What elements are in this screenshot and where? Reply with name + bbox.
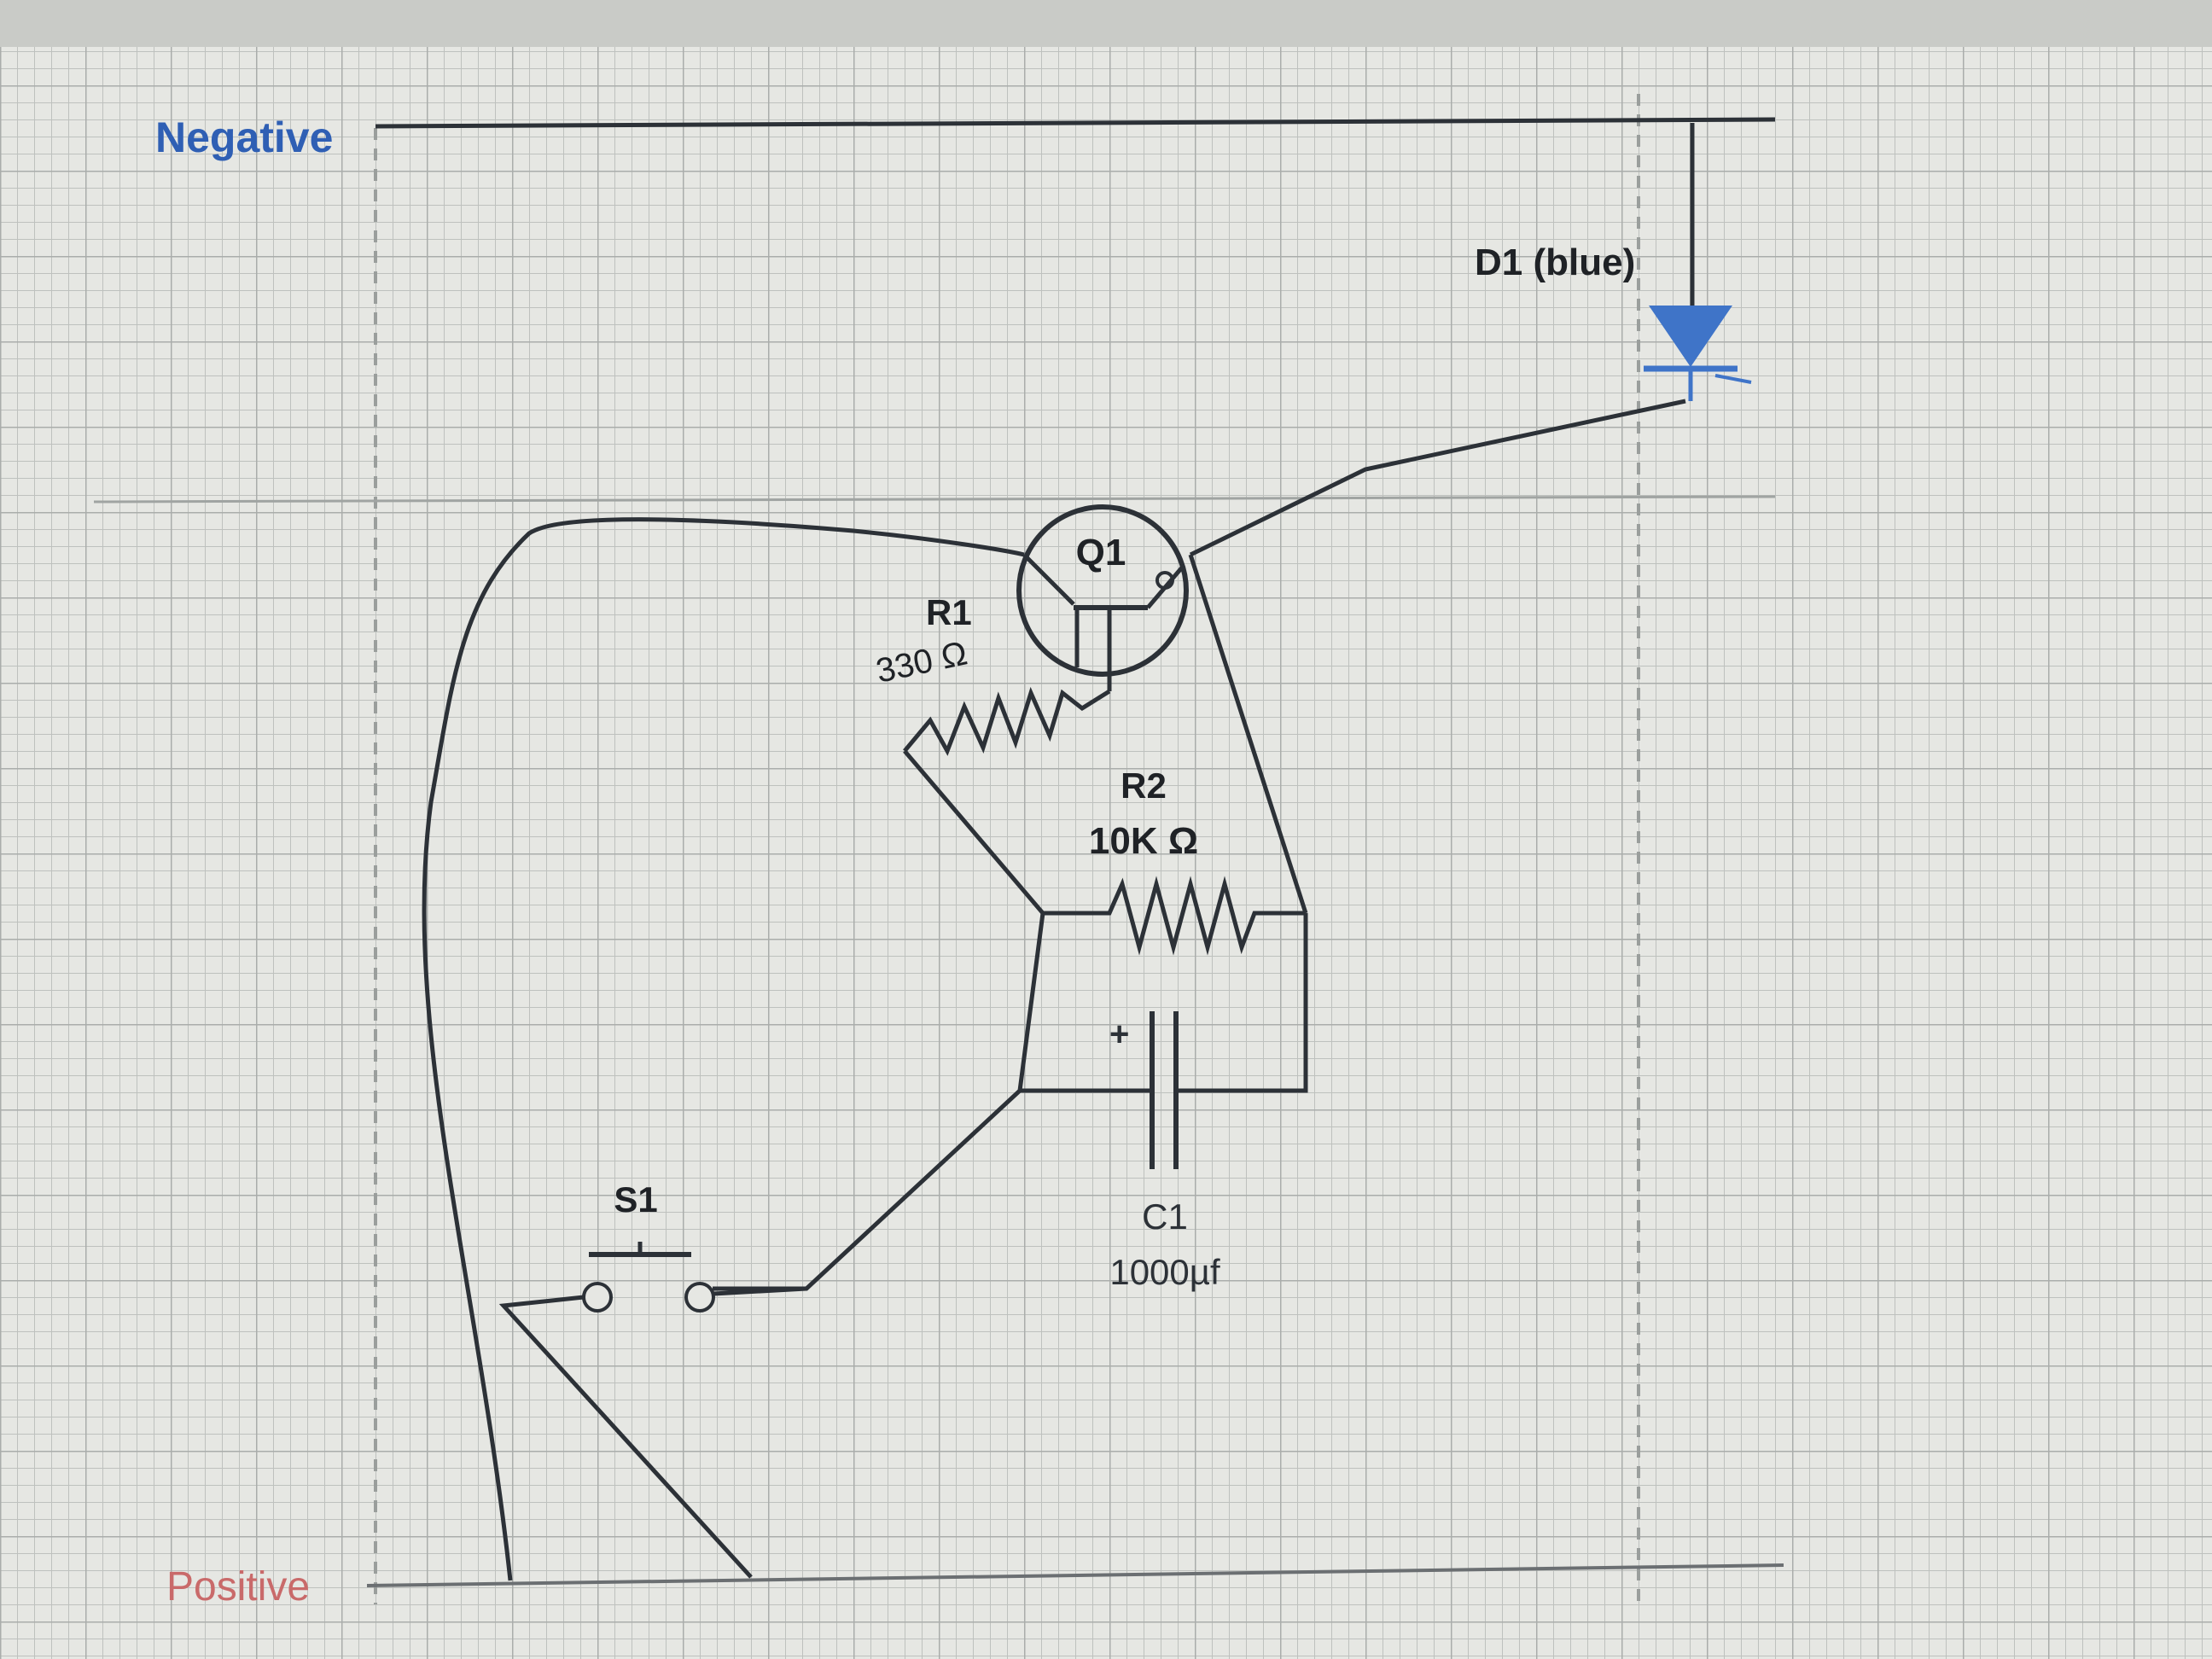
r1-label: R1 bbox=[926, 592, 972, 632]
c1-label: C1 bbox=[1142, 1196, 1188, 1237]
negative-rail[interactable] bbox=[375, 117, 1776, 129]
resistor-r1-zigzag bbox=[903, 686, 1111, 756]
guide-line-horizontal bbox=[93, 495, 1776, 504]
wire-r2-c1-to-s1[interactable] bbox=[713, 912, 1045, 1291]
transistor-q1[interactable] bbox=[1016, 504, 1189, 691]
positive-rail-label: Positive bbox=[166, 1564, 310, 1610]
positive-rail[interactable] bbox=[366, 1563, 1784, 1587]
r2-label: R2 bbox=[1121, 765, 1167, 806]
q1-label: Q1 bbox=[1076, 532, 1126, 573]
wire-r1-to-r2 bbox=[903, 749, 1045, 915]
diode-d1[interactable] bbox=[1644, 123, 1752, 401]
wire-q1-collector-to-r2[interactable] bbox=[1188, 554, 1308, 914]
resistor-r1[interactable] bbox=[903, 686, 1111, 915]
d1-label: D1 (blue) bbox=[1475, 242, 1635, 283]
s1-label: S1 bbox=[614, 1179, 657, 1220]
light-emission-arrow bbox=[1714, 374, 1752, 384]
capacitor-c1[interactable] bbox=[1020, 1011, 1179, 1169]
c1-polarity: + bbox=[1109, 1016, 1129, 1053]
transistor-body bbox=[1016, 504, 1189, 677]
screen-top-bezel bbox=[0, 0, 2212, 47]
c1-value: 1000µf bbox=[1109, 1252, 1220, 1292]
wire-d1-to-q1[interactable] bbox=[1189, 399, 1686, 557]
resistor-r2-zigzag bbox=[1043, 876, 1306, 956]
diode-triangle bbox=[1649, 306, 1732, 367]
switch-terminal-right bbox=[684, 1282, 715, 1313]
wire-positive-to-q1-base[interactable] bbox=[422, 517, 1025, 1581]
switch-terminal-left bbox=[582, 1282, 613, 1313]
resistor-r2[interactable] bbox=[1043, 876, 1306, 956]
wire-s1-to-positive bbox=[498, 1295, 753, 1579]
switch-s1[interactable] bbox=[498, 1242, 807, 1579]
r2-value: 10K Ω bbox=[1089, 820, 1198, 862]
negative-rail-label: Negative bbox=[155, 114, 333, 161]
grid-lines bbox=[0, 47, 2212, 1659]
wire-r2-right-to-c1[interactable] bbox=[1176, 913, 1308, 1093]
